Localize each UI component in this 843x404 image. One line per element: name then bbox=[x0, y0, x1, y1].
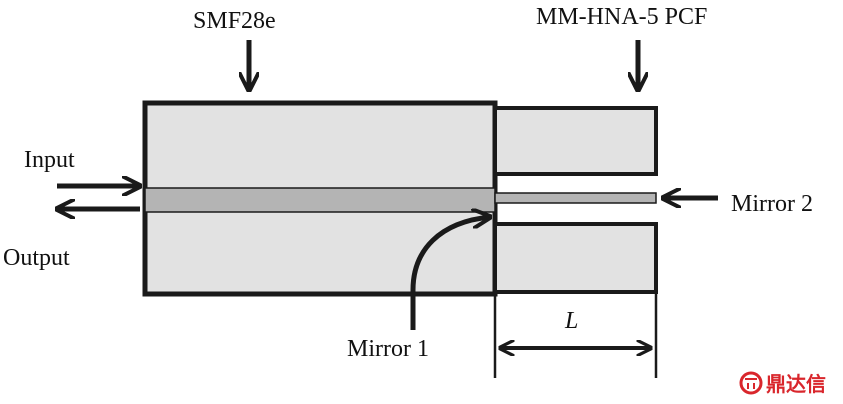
pcf-upper-cladding bbox=[493, 106, 658, 176]
pcf-core bbox=[494, 192, 657, 204]
length-label: L bbox=[564, 308, 578, 334]
mirror2-label: Mirror 2 bbox=[731, 191, 813, 217]
input-label: Input bbox=[24, 147, 75, 173]
output-label: Output bbox=[3, 245, 70, 271]
smf-label: SMF28e bbox=[193, 8, 276, 34]
pcf-label: MM-HNA-5 PCF bbox=[536, 4, 707, 30]
dingdaxin-logo-icon bbox=[739, 371, 763, 395]
watermark: 鼎达信 bbox=[739, 371, 826, 396]
smf-core bbox=[144, 187, 496, 213]
watermark-text: 鼎达信 bbox=[766, 372, 826, 396]
mirror1-label: Mirror 1 bbox=[347, 336, 429, 362]
mirror1-arrow bbox=[410, 217, 490, 330]
pcf-lower-cladding bbox=[493, 222, 658, 294]
